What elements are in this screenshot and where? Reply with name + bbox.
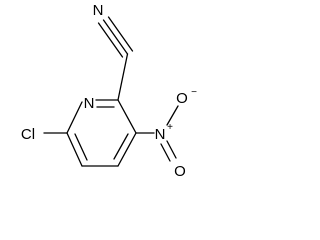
ring-bond-c6-c5-inner — [74, 133, 88, 161]
nitro-nitrogen-label: N — [155, 126, 166, 143]
structure-canvas: N N Cl N + O − O — [21, 2, 197, 180]
nitro-o-top-bond — [166, 105, 179, 126]
nitrile-triple-bond-line-1 — [102, 19, 129, 55]
nitrile-triple-bond-line-2 — [97, 22, 124, 58]
methylene-bond — [117, 53, 129, 101]
chlorine-label: Cl — [21, 126, 35, 143]
nitro-nitrogen-charge: + — [167, 122, 173, 133]
nitro-o-bottom-bond-1 — [166, 140, 177, 159]
ring-nitrogen-label: N — [84, 95, 95, 112]
ring-bond-c6-c5-outer — [66, 132, 83, 167]
ring-bond-n1-c6 — [66, 101, 83, 134]
nitro-o-bottom-bond-2 — [160, 143, 171, 162]
nitro-oxygen-top-label: O — [176, 90, 188, 107]
nitro-oxygen-top-charge: − — [191, 87, 197, 98]
bonds — [43, 16, 179, 167]
atom-labels: N N Cl N + O − O — [21, 2, 197, 180]
nitro-oxygen-bottom-label: O — [174, 163, 186, 180]
ring-bond-c4-c3-inner — [113, 133, 129, 160]
ring-bond-c4-c3-outer — [117, 132, 137, 167]
nitrile-nitrogen-label: N — [93, 2, 104, 19]
ring-bond-c2-c3 — [117, 99, 137, 134]
nitrile-triple-bond-line-3 — [107, 16, 134, 52]
molecule-diagram: N N Cl N + O − O — [21, 2, 197, 180]
